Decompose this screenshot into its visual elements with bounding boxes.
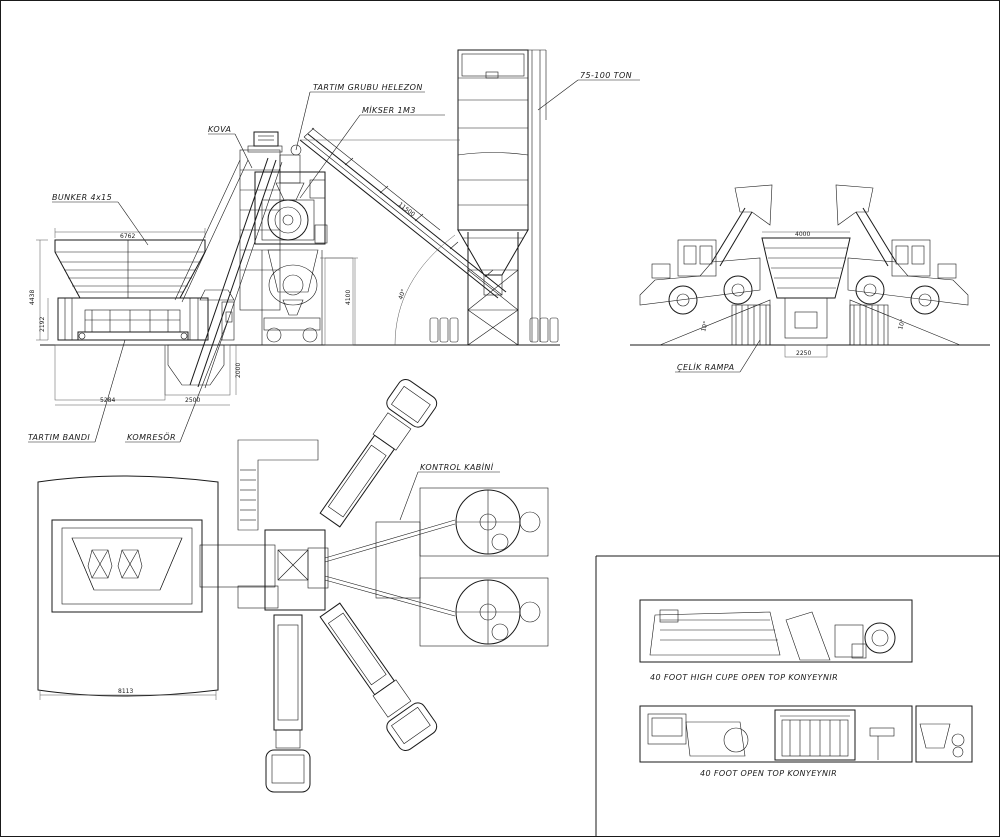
dim-ramp-bottom: 2250: [796, 350, 811, 357]
loader-left: [639, 184, 773, 315]
dim-bunker-width: 6762: [120, 233, 135, 240]
plan-staircase: [237, 439, 319, 531]
dim-mixer-height: 4100: [345, 290, 352, 305]
bucket-elevator: [167, 131, 283, 389]
dim-bunker-leg: 2192: [39, 317, 46, 332]
dim-plan-width: 8113: [118, 688, 133, 695]
dim-base-length: 5284: [100, 397, 115, 404]
dim-screw-angle: 40°: [397, 288, 407, 300]
label-mikser: MİKSER 1M3: [362, 105, 416, 115]
bunker: [54, 239, 209, 341]
plan-truck-upper: [319, 378, 438, 528]
label-kova: KOVA: [208, 125, 231, 134]
labels: TARTIM GRUBU HELEZON MİKSER 1M3 KOVA 75-…: [28, 71, 838, 778]
plan-bunker-outline: [37, 475, 219, 697]
plan-mixer-tower: [264, 529, 326, 611]
plan-truck-lower-right: [319, 602, 438, 752]
cement-silo: [300, 49, 559, 346]
plan-silo-bottom: [419, 577, 549, 647]
plan-truck-lower: [265, 614, 311, 793]
dim-ramp-angle-right: 10°: [897, 318, 907, 330]
label-kontrol-kabini: KONTROL KABİNİ: [420, 462, 494, 472]
label-celik-rampa: ÇELİK RAMPA: [677, 362, 734, 372]
screw-conveyor: [299, 127, 507, 299]
label-kompresor: KOMRESÖR: [127, 432, 176, 442]
container-panel: [595, 555, 999, 836]
label-container-open-top: 40 FOOT OPEN TOP KONYEYNIR: [700, 769, 837, 778]
label-bunker: BUNKER 4x15: [52, 193, 112, 202]
dim-ramp-top: 4000: [795, 231, 810, 238]
side-elevation: [28, 49, 761, 521]
dim-pit-depth: 2000: [235, 363, 242, 378]
container-40-high-cube: [639, 599, 913, 663]
plan-view: [37, 378, 549, 793]
label-container-high-cube: 40 FOOT HIGH CUPE OPEN TOP KONYEYNIR: [650, 673, 838, 682]
label-tartim-bandi: TARTIM BANDI: [28, 433, 90, 442]
leader-lines: [28, 79, 761, 521]
end-elevation: [630, 184, 990, 358]
dim-bunker-height: 4438: [29, 290, 36, 305]
label-silo-capacity: 75-100 TON: [580, 71, 632, 80]
ramp-left: [659, 299, 771, 346]
dim-bucket-pit: 2500: [185, 397, 200, 404]
loader-right: [835, 184, 969, 315]
label-tartim-grubu-helezon: TARTIM GRUBU HELEZON: [313, 83, 423, 92]
plan-silo-top: [419, 487, 549, 557]
container-40-open-top: [639, 705, 973, 763]
mixer-tower: [254, 144, 354, 346]
dim-ramp-angle-left: 10°: [700, 320, 710, 332]
